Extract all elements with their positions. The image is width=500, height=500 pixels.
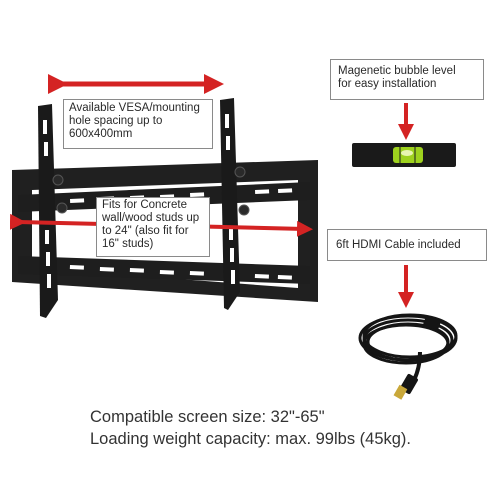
bubble-level-image — [352, 143, 456, 167]
hdmi-cable-image — [358, 313, 458, 381]
weight-capacity-text: Loading weight capacity: max. 99lbs (45k… — [90, 430, 412, 448]
hdmi-connector-icon — [393, 316, 441, 400]
stud-fit-callout: Fits for Concrete wall/wood studs up to … — [96, 197, 210, 257]
bubble-level-callout: Magenetic bubble level for easy installa… — [330, 59, 484, 100]
vesa-spacing-callout: Available VESA/mounting hole spacing up … — [63, 99, 213, 149]
compatible-size-text: Compatible screen size: 32"-65" — [90, 408, 325, 426]
hdmi-cable-callout: 6ft HDMI Cable included — [327, 229, 487, 261]
